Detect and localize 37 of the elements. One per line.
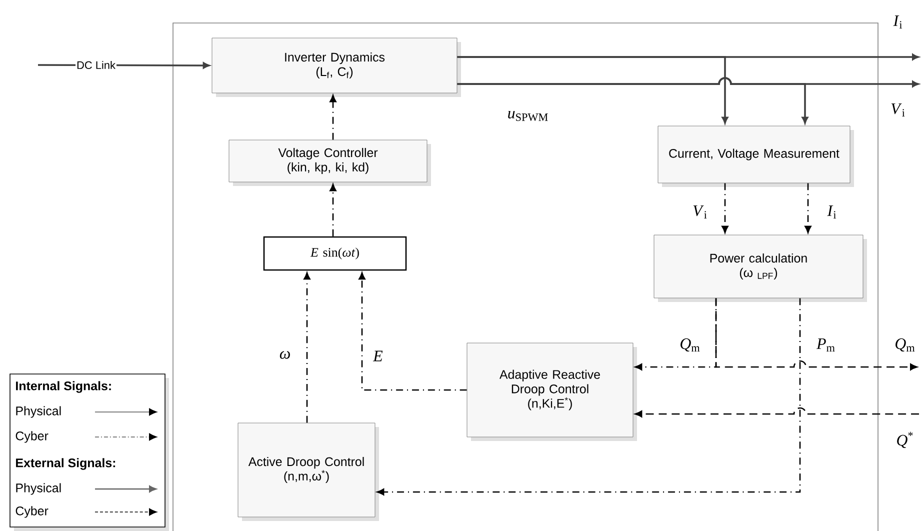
arrow: [804, 183, 812, 234]
frame-box: [172, 22, 878, 531]
edge-label: E: [372, 350, 384, 362]
math-label: u$_{SPWM}$: [508, 110, 548, 122]
arrow: [376, 298, 801, 496]
arrow: [358, 272, 467, 391]
legend-item: Cyber: [16, 431, 158, 443]
legend-heading: Internal Signals:: [16, 381, 111, 393]
block-box: Voltage Controller (kin, kp, ki, kd): [228, 140, 431, 186]
edge-label: V$_{i}$: [692, 204, 708, 220]
arrow: [715, 298, 918, 370]
arrow: [634, 407, 919, 418]
edge-label: Q$_{m}$: [678, 337, 702, 353]
arrow: [457, 56, 728, 124]
block-box: Adaptive Reactive Droop Control (n,Ki,E$^{*}$): [466, 342, 637, 441]
block-box: Inverter Dynamics (L$_{f}$, C$_{f}$): [212, 38, 461, 97]
edge-label: V$_{i}$: [890, 102, 906, 118]
block-box: Active Droop Control (n,m,ω$^{*}$): [238, 422, 379, 521]
arrow: [330, 184, 336, 236]
arrow: [457, 77, 808, 124]
legend-item: Physical: [16, 483, 156, 495]
block-box: E sin(ωt): [263, 236, 407, 271]
edge-label: Q$_{m}$: [894, 337, 916, 353]
edge-label: Q$^{*}$: [895, 430, 915, 450]
block-box: Power calculation (ω $_{LPF}$): [654, 234, 867, 302]
legend-item: Physical: [16, 406, 158, 418]
arrow: [722, 183, 728, 234]
legend-item: Cyber: [16, 506, 157, 518]
edge-label: I$_{i}$: [892, 14, 904, 30]
edge-label: P$_{m}$: [816, 337, 836, 352]
edge-label: ω: [278, 350, 292, 360]
edge-label: I$_{i}$: [826, 204, 838, 220]
edge-label: DC Link: [76, 60, 116, 70]
arrow: [304, 272, 310, 423]
arrow: [330, 94, 336, 140]
block-box: Current, Voltage Measurement: [658, 126, 854, 187]
legend-heading: External Signals:: [16, 458, 116, 470]
